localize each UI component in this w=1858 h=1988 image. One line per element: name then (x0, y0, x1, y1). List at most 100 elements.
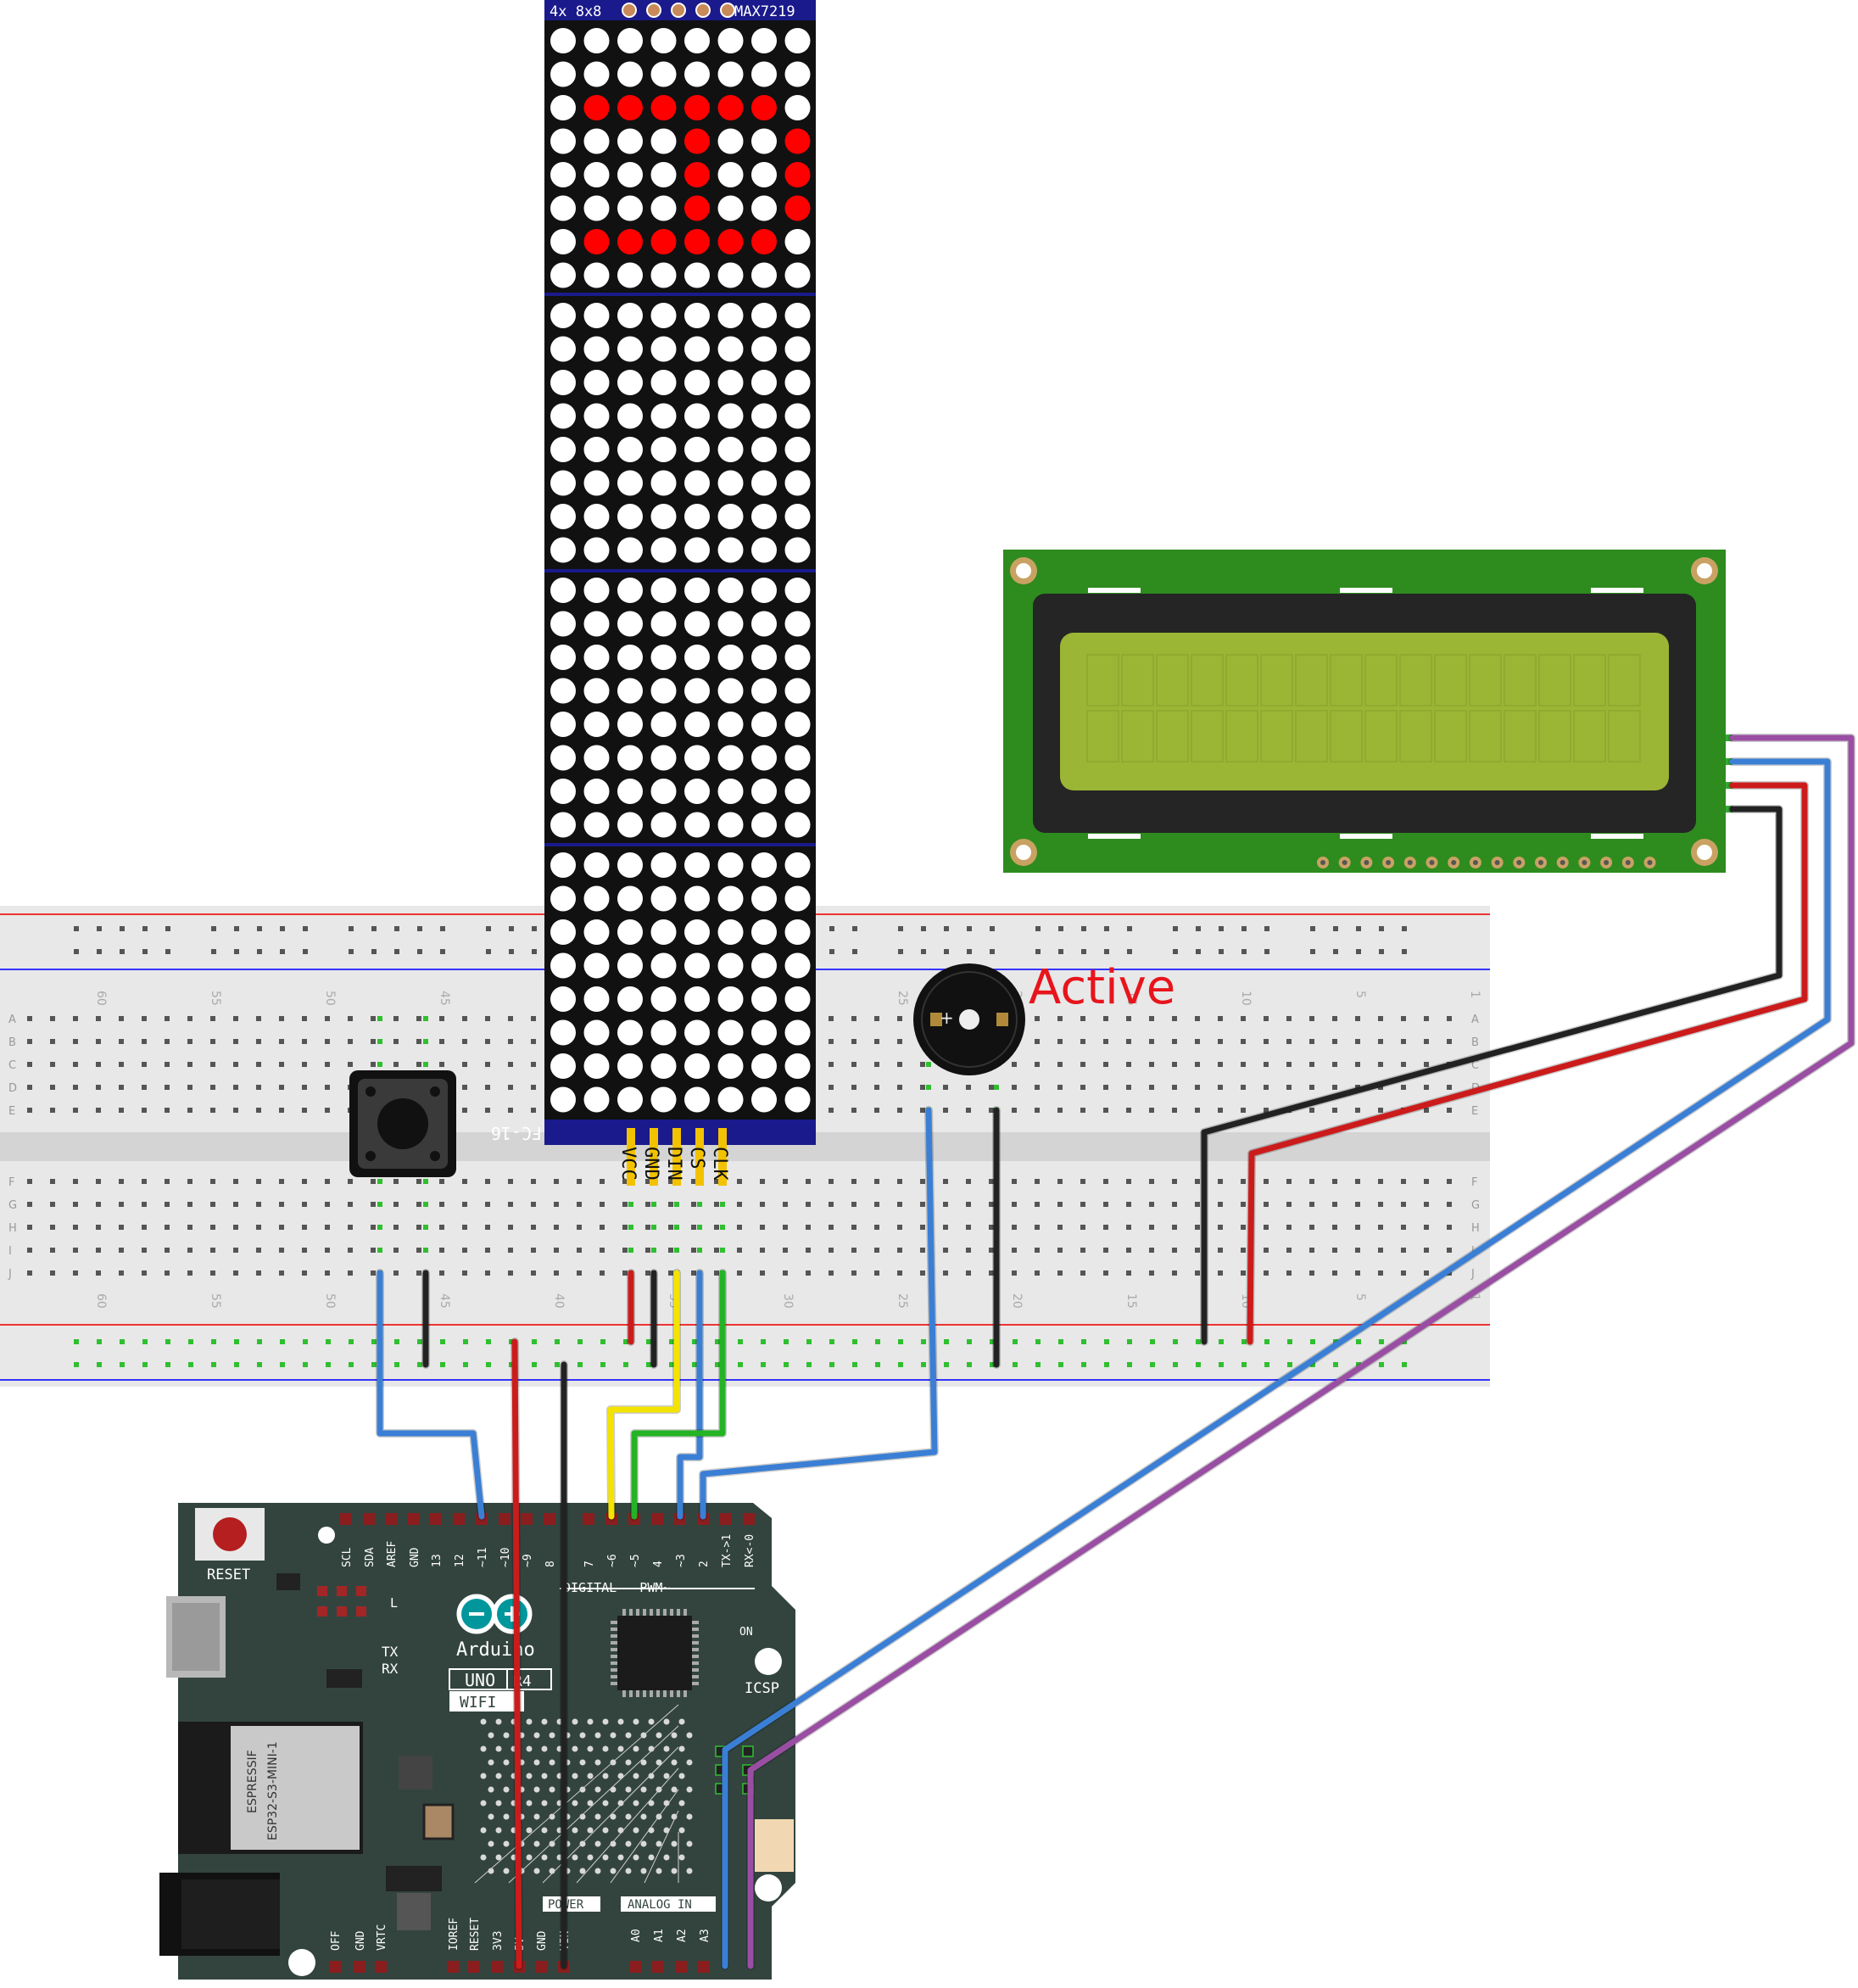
led-dot (717, 779, 744, 804)
led-dot (751, 370, 777, 395)
digital-header-label: DIGITAL - PWM~ (563, 1580, 670, 1595)
led-dot (617, 952, 643, 979)
led-dot (717, 370, 744, 395)
led-dot (650, 336, 677, 362)
wire[interactable] (377, 1270, 485, 1520)
push-button-cap[interactable] (377, 1098, 428, 1149)
led-dot (617, 852, 643, 878)
header-pin[interactable] (720, 1513, 732, 1525)
header-pin[interactable] (329, 1961, 341, 1973)
power-pin-label: IOREF (448, 1918, 460, 1951)
led-dot (617, 403, 643, 429)
led-dot-lit (751, 229, 777, 254)
led-dot (751, 952, 777, 979)
digital-pin-label: GND (409, 1547, 421, 1567)
led-dot (717, 403, 744, 429)
led-dot (550, 403, 576, 429)
led-dot-lit (650, 95, 677, 120)
header-pin[interactable] (499, 1513, 511, 1525)
analog-pin-label: A0 (630, 1929, 643, 1942)
led-dot (550, 986, 576, 1012)
header-pin[interactable] (354, 1961, 365, 1973)
digital-pin-label: 12 (454, 1554, 466, 1567)
led-dot (717, 952, 744, 979)
reset-button-cap[interactable] (213, 1517, 247, 1551)
column-number: 15 (1124, 1293, 1138, 1309)
led-dot (583, 403, 610, 429)
header-pin[interactable] (468, 1961, 480, 1973)
header-pin[interactable] (375, 1961, 387, 1973)
arduino-board: RESET ESPRESSIF ESP32-S3-MINI-1 Arduino … (159, 1503, 795, 1980)
header-pin[interactable] (583, 1513, 594, 1525)
digital-pin-label: 13 (431, 1554, 444, 1567)
header-pin[interactable] (675, 1961, 687, 1973)
digital-pin-label: 8 (544, 1561, 557, 1567)
header-pin[interactable] (535, 1961, 547, 1973)
esp-vendor-label: ESPRESSIF (246, 1750, 259, 1813)
wire[interactable] (722, 758, 1831, 1969)
wire[interactable] (1201, 806, 1783, 1345)
led-dot (617, 712, 643, 737)
header-pin[interactable] (629, 1961, 641, 1973)
wire[interactable] (511, 1338, 522, 1969)
header-pin[interactable] (521, 1513, 533, 1525)
microcontroller-chip (617, 1616, 692, 1690)
wire[interactable] (677, 1270, 703, 1520)
arduino-logo-icon (456, 1594, 533, 1634)
header-pin[interactable] (363, 1513, 375, 1525)
digital-pin-label: SDA (364, 1547, 377, 1567)
led-dot (650, 1053, 677, 1079)
header-pin[interactable] (544, 1513, 555, 1525)
led-dot (784, 952, 811, 979)
led-dot (684, 1086, 710, 1113)
column-number: 45 (438, 1293, 451, 1309)
led-dot (650, 537, 677, 563)
row-letter: D (8, 1082, 17, 1095)
led-dot (751, 195, 777, 221)
led-matrix-footer-label: FC-16 (491, 1123, 542, 1143)
digital-pin-label: RX<-0 (744, 1534, 756, 1567)
header-pin[interactable] (453, 1513, 465, 1525)
led-dot (751, 745, 777, 771)
header-pin[interactable] (385, 1513, 397, 1525)
led-dot (650, 952, 677, 979)
led-dot (684, 437, 710, 462)
wire[interactable] (1247, 782, 1808, 1345)
led-dot (751, 403, 777, 429)
header-pin[interactable] (652, 1961, 664, 1973)
power-pin-label: RESET (469, 1918, 482, 1951)
led-dot (717, 578, 744, 603)
row-letter: C (8, 1059, 16, 1072)
header-pin[interactable] (447, 1961, 459, 1973)
led-dot (650, 437, 677, 462)
svg-text:+: + (940, 1008, 954, 1028)
led-dot (751, 336, 777, 362)
led-dot (583, 578, 610, 603)
arduino-model: UNO (465, 1670, 495, 1690)
led-dot (583, 262, 610, 288)
led-dot (617, 986, 643, 1012)
wire[interactable] (747, 734, 1855, 1969)
header-pin[interactable] (651, 1513, 663, 1525)
led-dot (784, 504, 811, 529)
power-pin-label: GND (354, 1930, 367, 1951)
led-dot (717, 262, 744, 288)
header-pin[interactable] (491, 1961, 503, 1973)
led-dot (583, 852, 610, 878)
led-dot (617, 779, 643, 804)
led-dot (617, 1053, 643, 1079)
led-dot (784, 745, 811, 771)
wire[interactable] (607, 1270, 680, 1520)
header-pin[interactable] (743, 1513, 755, 1525)
push-button[interactable] (349, 1070, 456, 1177)
wire[interactable] (700, 1107, 938, 1520)
header-pin[interactable] (408, 1513, 420, 1525)
led-dot (751, 162, 777, 187)
header-pin[interactable] (430, 1513, 442, 1525)
row-letter: J (1470, 1268, 1475, 1281)
header-pin[interactable] (340, 1513, 352, 1525)
wire[interactable] (631, 1270, 726, 1520)
header-pin[interactable] (698, 1961, 710, 1973)
led-dot (784, 1019, 811, 1046)
led-dot (550, 61, 576, 87)
